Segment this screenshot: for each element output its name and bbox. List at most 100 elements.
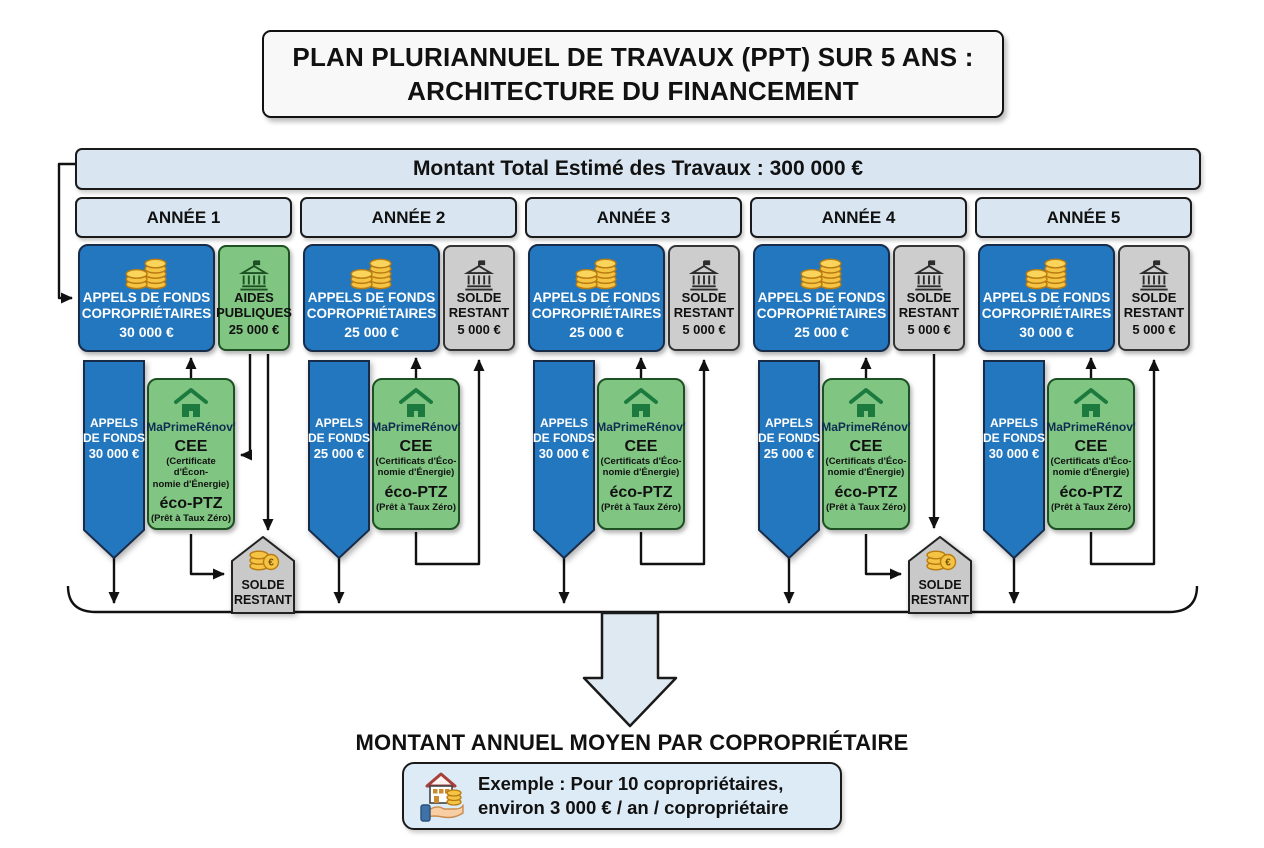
aid-box: MaPrimeRénov' CEE (Certificate d'Écon- n… — [146, 378, 236, 530]
funds-call-arrow-text: APPELS DE FONDS 25 000 € — [758, 416, 821, 461]
funds-box: APPELS DE FONDS COPROPRIÉTAIRES 30 000 € — [78, 244, 215, 352]
cee-subtitle-1: (Certificats d'Éco- — [375, 456, 457, 467]
side-box-label-2: RESTANT — [898, 305, 960, 320]
total-amount-text: Montant Total Estimé des Travaux : 300 0… — [412, 157, 864, 180]
funds-box-label-2: COPROPRIÉTAIRES — [756, 306, 887, 321]
coins-icon — [1025, 258, 1067, 290]
side-box-label-1: SOLDE — [1131, 290, 1177, 306]
side-box-label-1: AIDES — [234, 290, 274, 306]
house-icon — [849, 388, 883, 417]
funds-box-label-1: APPELS DE FONDS — [307, 290, 436, 306]
funds-box-label-2: COPROPRIÉTAIRES — [81, 306, 212, 321]
funds-call-arrow-text: APPELS DE FONDS 30 000 € — [533, 416, 596, 461]
cee-subtitle-1: (Certificats d'Éco- — [1050, 456, 1132, 467]
funds-call-arrow: APPELS DE FONDS 30 000 € — [533, 360, 595, 560]
cee-subtitle-2: nomie d'Énergie) — [1052, 467, 1130, 479]
year-column: ANNÉE 3 APPELS DE FONDS COPROPRIÉTAIRES … — [525, 197, 742, 627]
year-header-label: ANNÉE 4 — [821, 207, 896, 227]
side-box-amount: 25 000 € — [228, 321, 280, 337]
funds-call-arrow: APPELS DE FONDS 25 000 € — [758, 360, 820, 560]
year-column: ANNÉE 5 APPELS DE FONDS COPROPRIÉTAIRES … — [975, 197, 1192, 627]
funds-box: APPELS DE FONDS COPROPRIÉTAIRES 30 000 € — [978, 244, 1115, 352]
side-box-label-2: RESTANT — [1123, 305, 1185, 320]
cee-label: CEE — [1074, 438, 1108, 455]
side-box: SOLDE RESTANT 5 000 € — [893, 245, 965, 351]
funds-box-label-1: APPELS DE FONDS — [757, 290, 886, 306]
coins-icon — [575, 258, 617, 290]
house-icon — [624, 388, 658, 417]
pentagon-shape — [308, 360, 370, 560]
ecoptz-label: éco-PTZ — [384, 483, 448, 501]
side-box-amount: 5 000 € — [907, 321, 951, 337]
svg-text:€: € — [268, 558, 274, 569]
aid-box: MaPrimeRénov' CEE (Certificats d'Éco- no… — [596, 378, 686, 530]
cee-label: CEE — [849, 438, 883, 455]
side-box: SOLDE RESTANT 5 000 € — [668, 245, 740, 351]
pentagon-shape — [83, 360, 145, 560]
cee-subtitle-1: (Certificats d'Éco- — [825, 456, 907, 467]
year-header-label: ANNÉE 2 — [371, 207, 446, 227]
side-box: AIDES PUBLIQUES 25 000 € — [216, 245, 292, 351]
cee-subtitle-2: nomie d'Énergie) — [152, 478, 230, 490]
year-column: ANNÉE 4 APPELS DE FONDS COPROPRIÉTAIRES … — [750, 197, 967, 627]
solde-restant-badge-2: € SOLDE RESTANT — [908, 536, 972, 614]
aid-box: MaPrimeRénov' CEE (Certificats d'Éco- no… — [1046, 378, 1136, 530]
funds-box-label-2: COPROPRIÉTAIRES — [981, 306, 1112, 321]
bank-icon — [238, 260, 270, 291]
funds-box-amount: 25 000 € — [344, 323, 399, 340]
year-header: ANNÉE 2 — [300, 197, 517, 238]
funds-call-arrow: APPELS DE FONDS 30 000 € — [983, 360, 1045, 560]
pentagon-shape — [983, 360, 1045, 560]
svg-text:€: € — [945, 558, 951, 569]
cee-label: CEE — [399, 438, 433, 455]
title-box: PLAN PLURIANNUEL DE TRAVAUX (PPT) SUR 5 … — [262, 30, 1004, 118]
cee-subtitle-2: nomie d'Énergie) — [377, 467, 455, 479]
coins-euro-icon: € — [249, 550, 280, 571]
ecoptz-subtitle: (Prêt à Taux Zéro) — [1050, 501, 1132, 513]
house-icon — [399, 388, 433, 417]
pentagon-shape — [533, 360, 595, 560]
funds-call-arrow: APPELS DE FONDS 25 000 € — [308, 360, 370, 560]
funds-call-arrow-text: APPELS DE FONDS 25 000 € — [308, 416, 371, 461]
funds-box-label-1: APPELS DE FONDS — [982, 290, 1111, 306]
funds-box-label-2: COPROPRIÉTAIRES — [306, 306, 437, 321]
side-box-label-2: RESTANT — [448, 305, 510, 320]
side-box-label-1: SOLDE — [456, 290, 502, 306]
ecoptz-subtitle: (Prêt à Taux Zéro) — [825, 501, 907, 513]
title-line-2: ARCHITECTURE DU FINANCEMENT — [407, 76, 859, 106]
funds-box: APPELS DE FONDS COPROPRIÉTAIRES 25 000 € — [528, 244, 665, 352]
side-box-label-1: SOLDE — [906, 290, 952, 306]
funds-box-amount: 25 000 € — [794, 323, 849, 340]
bank-icon — [688, 260, 720, 291]
ecoptz-subtitle: (Prêt à Taux Zéro) — [600, 501, 682, 513]
funds-box-label-2: COPROPRIÉTAIRES — [531, 306, 662, 321]
side-box-label-2: RESTANT — [673, 305, 735, 320]
maprimerenov-label: MaPrimeRénov' — [371, 420, 461, 434]
funds-box: APPELS DE FONDS COPROPRIÉTAIRES 25 000 € — [753, 244, 890, 352]
badge-text: SOLDE RESTANT — [910, 578, 970, 607]
year-column: ANNÉE 1 APPELS DE FONDS COPROPRIÉTAIRES … — [75, 197, 292, 627]
ecoptz-subtitle: (Prêt à Taux Zéro) — [150, 513, 232, 525]
side-box: SOLDE RESTANT 5 000 € — [1118, 245, 1190, 351]
ecoptz-label: éco-PTZ — [609, 483, 673, 501]
funds-box-label-1: APPELS DE FONDS — [532, 290, 661, 306]
year-header: ANNÉE 1 — [75, 197, 292, 238]
year-header: ANNÉE 3 — [525, 197, 742, 238]
side-box: SOLDE RESTANT 5 000 € — [443, 245, 515, 351]
hand-house-icon — [420, 772, 464, 822]
funds-box-amount: 25 000 € — [569, 323, 624, 340]
year-header: ANNÉE 5 — [975, 197, 1192, 238]
aid-box: MaPrimeRénov' CEE (Certificats d'Éco- no… — [821, 378, 911, 530]
bottom-heading: MONTANT ANNUEL MOYEN PAR COPROPRIÉTAIRE — [355, 730, 909, 755]
year-column: ANNÉE 2 APPELS DE FONDS COPROPRIÉTAIRES … — [300, 197, 517, 627]
example-box: Exemple : Pour 10 copropriétaires, envir… — [402, 762, 842, 830]
funds-box: APPELS DE FONDS COPROPRIÉTAIRES 25 000 € — [303, 244, 440, 352]
funds-call-arrow: APPELS DE FONDS 30 000 € — [83, 360, 145, 560]
house-icon — [174, 388, 208, 417]
year-header-label: ANNÉE 1 — [146, 207, 221, 227]
ecoptz-label: éco-PTZ — [834, 483, 898, 501]
example-text: Exemple : Pour 10 copropriétaires, envir… — [478, 772, 789, 818]
side-box-label-2: PUBLIQUES — [216, 305, 292, 320]
maprimerenov-label: MaPrimeRénov' — [146, 420, 236, 434]
